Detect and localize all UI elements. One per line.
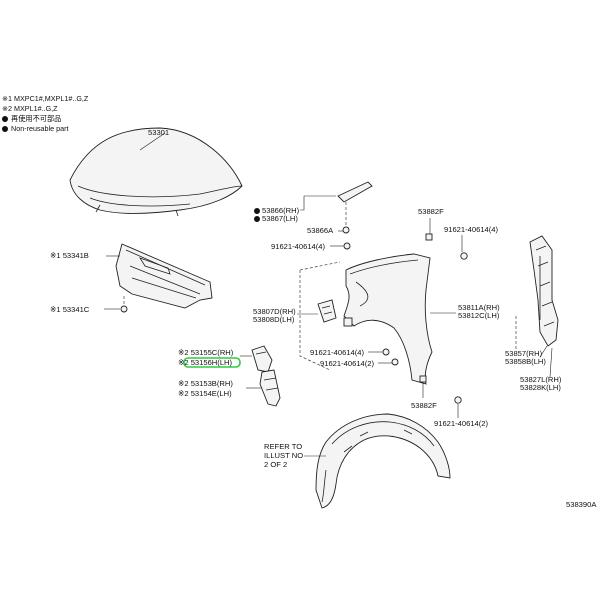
non-reusable-dot-icon — [2, 115, 8, 122]
label-bolt-2: 91621-40614(4) — [444, 225, 499, 234]
label-53866a: 53866A — [307, 226, 334, 235]
clip-53341c-icon — [120, 305, 128, 313]
legend-note-2: ※2 MXPL1#..G,Z — [2, 104, 58, 113]
label-bolt-4: 91621-40614(2) — [320, 359, 375, 368]
label-bolt-1: 91621-40614(4) — [271, 242, 326, 251]
label-53808d: 53808D(LH) — [253, 315, 295, 324]
label-53858b: 53858B(LH) — [505, 357, 546, 366]
label-53867: 53867(LH) — [262, 214, 298, 223]
label-53154e: ※2 53154E(LH) — [178, 389, 232, 398]
legend-note-1: ※1 MXPC1#,MXPL1#..G,Z — [2, 94, 89, 103]
leader-53301 — [139, 132, 166, 151]
label-53812c: 53812C(LH) — [458, 311, 500, 320]
label-53301: 53301 — [148, 128, 169, 137]
clip-53882f-top-icon — [425, 233, 433, 241]
label-53828k: 53828K(LH) — [520, 383, 561, 392]
bolt-3-icon — [382, 348, 390, 356]
legend: ※1 MXPC1#,MXPL1#..G,Z ※2 MXPL1#..G,Z 再使用… — [2, 94, 88, 134]
fender-bracket-part — [317, 299, 337, 323]
bolt-4-icon — [391, 358, 399, 366]
fender-side-bracket-part — [529, 235, 559, 347]
label-53153b: ※2 53153B(RH) — [178, 379, 233, 388]
apron-seal-lower-part — [259, 369, 281, 407]
label-refer-1: REFER TO — [264, 442, 302, 451]
highlight-53156h — [183, 357, 241, 368]
hood-insulator-part — [115, 243, 213, 309]
hood-part — [69, 127, 243, 217]
label-bolt-3: 91621-40614(4) — [310, 348, 365, 357]
label-53866: 53866(RH) — [262, 206, 300, 215]
bolt-1-icon — [343, 242, 351, 250]
label-53155c: ※2 53155C(RH) — [178, 348, 234, 357]
leader-53827l — [549, 347, 553, 378]
label-53882f-top: 53882F — [418, 207, 444, 216]
fender-dash-outline — [299, 270, 331, 371]
label-53341b: ※1 53341B — [50, 251, 89, 260]
label-53827l: 53827L(RH) — [520, 375, 562, 384]
non-reusable-dot-icon — [254, 216, 260, 222]
legend-note-3: 再使用不可部品 — [2, 114, 88, 124]
label-53341c: ※1 53341C — [50, 305, 90, 314]
label-53882f-bot: 53882F — [411, 401, 437, 410]
leader-53866 — [300, 195, 336, 211]
legend-note-4: Non-reusable part — [2, 124, 88, 134]
fender-dash-top — [299, 261, 341, 271]
diagram-code: 538390A — [566, 500, 597, 509]
apron-seal-part — [251, 345, 273, 373]
leader-53857 — [539, 345, 548, 358]
front-fender-part — [343, 253, 433, 385]
label-53156h: ※2 53156H(LH) — [178, 358, 233, 367]
bolt-5-icon — [454, 396, 462, 404]
label-53807d: 53807D(RH) — [253, 307, 296, 316]
fender-seal-part — [337, 181, 373, 234]
non-reusable-dot-icon — [2, 125, 8, 132]
label-53811a: 53811A(RH) — [458, 303, 500, 312]
label-refer-3: 2 OF 2 — [264, 460, 287, 469]
label-53857: 53857(RH) — [505, 349, 543, 358]
fender-liner-part — [315, 413, 451, 509]
label-bolt-5: 91621-40614(2) — [434, 419, 489, 428]
non-reusable-dot-icon — [254, 208, 260, 214]
label-refer-2: ILLUST NO — [264, 451, 303, 460]
bolt-2-icon — [460, 252, 468, 260]
clip-53882f-bot-icon — [419, 375, 427, 383]
